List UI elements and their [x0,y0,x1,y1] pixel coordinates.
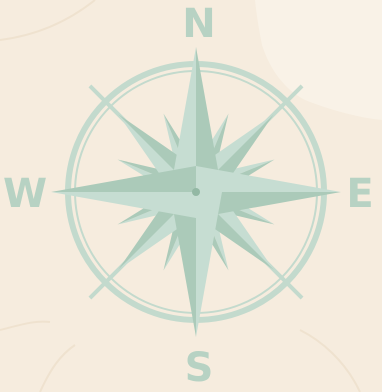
compass-cardinal-point-light [170,47,196,192]
terrain-contour [39,344,76,392]
compass-cardinal-point-shade [51,166,196,192]
terrain-contour [0,0,96,41]
west-label: W [2,171,48,217]
compass-cardinal-point-shade [196,47,222,192]
compass-cardinal-point-light [51,192,196,218]
terrain-region [255,0,382,120]
south-label: S [184,345,214,391]
terrain-contour [299,329,361,392]
compass-center [192,188,200,196]
compass-cardinal-point-light [196,166,341,192]
east-label: E [346,171,374,217]
compass-rose-icon [51,47,341,337]
compass-cardinal-point-light [196,192,222,337]
terrain-contour [0,320,51,331]
compass-cardinal-point-shade [196,192,341,218]
north-label: N [182,1,216,47]
compass-cardinal-point-shade [170,192,196,337]
